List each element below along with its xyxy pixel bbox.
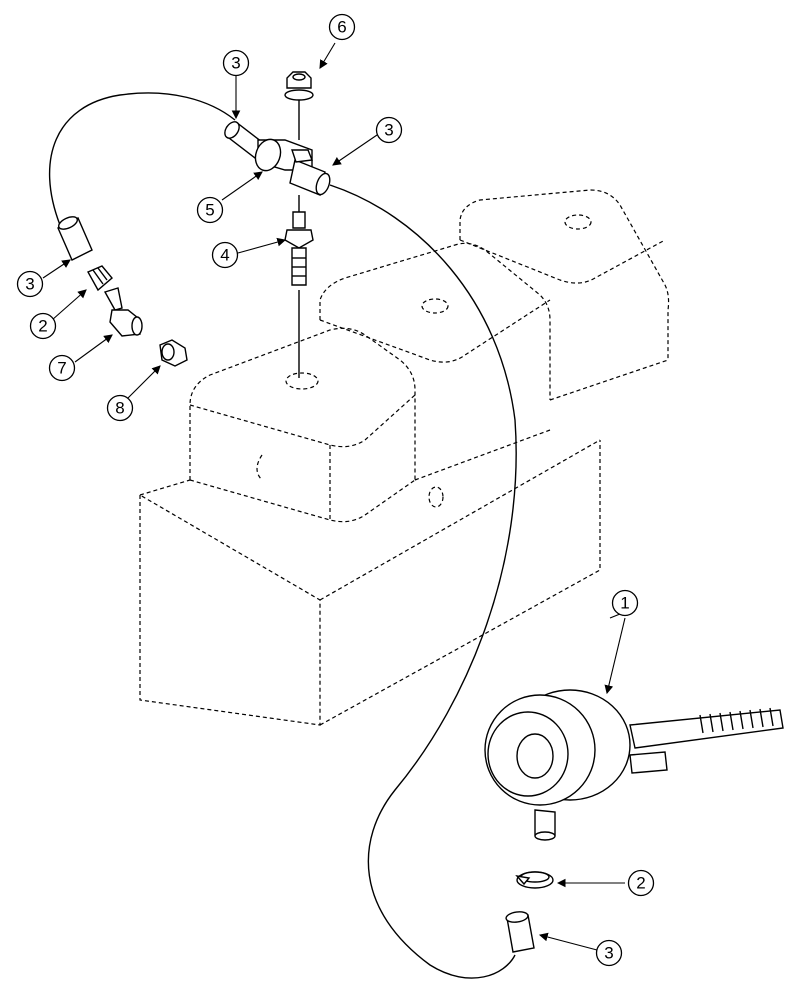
vacuum-hose-lines [48,92,517,979]
callout-7-label: 7 [57,359,66,378]
left-hose-assembly [57,216,188,367]
callout-3-bottom: 3 [595,939,623,967]
callout-3-top-left-label: 3 [231,54,240,73]
engine-block-outline [139,189,670,726]
callout-3-top-left: 3 [222,49,250,77]
callout-3-left: 3 [16,270,44,298]
callout-4-label: 4 [220,246,229,265]
callout-6-label: 6 [337,18,346,37]
callout-3-left-label: 3 [25,275,34,294]
callout-1: 1 [611,589,639,617]
hose-barb-fitting-part [284,211,314,286]
lower-hose-clamp-part [515,871,554,889]
tee-fitting-part [224,120,331,196]
wastegate-actuator-part [484,689,784,841]
flange-nut-part [284,71,314,101]
callout-4: 4 [211,241,239,269]
callout-2-upper: 2 [29,312,57,340]
callout-8: 8 [106,394,134,422]
callout-3-bottom-label: 3 [604,944,613,963]
callout-7: 7 [48,354,76,382]
callout-3-top-right-label: 3 [384,121,393,140]
callout-2-upper-label: 2 [38,317,47,336]
callout-2-lower-label: 2 [636,874,645,893]
callout-5-label: 5 [205,201,214,220]
callout-1-label: 1 [620,594,629,613]
callout-8-label: 8 [115,399,124,418]
callout-5: 5 [196,196,224,224]
lower-hose-tube-part [505,911,535,953]
callout-6: 6 [328,13,356,41]
callout-3-top-right: 3 [375,116,403,144]
callout-2-lower: 2 [627,869,655,897]
